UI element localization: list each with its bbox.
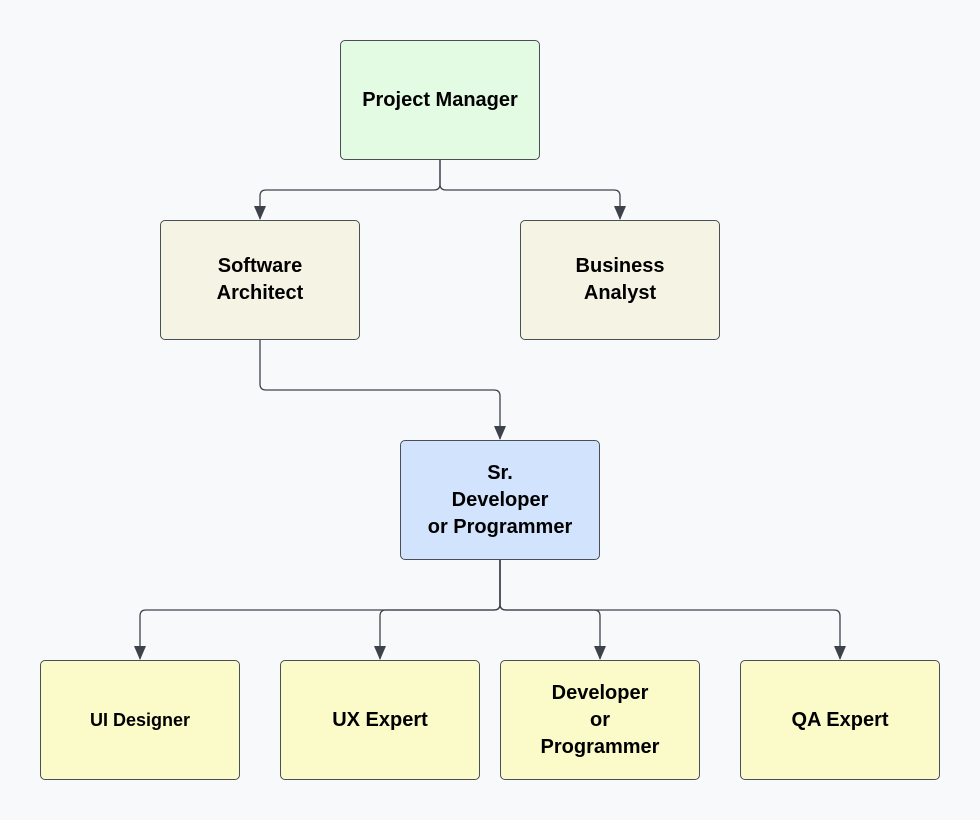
node-software-architect[interactable]: Software Architect xyxy=(160,220,360,340)
connector-sr-developer-to-ux-expert xyxy=(374,560,501,660)
connector-project-manager-to-software-architect xyxy=(254,160,441,220)
node-business-analyst[interactable]: Business Analyst xyxy=(520,220,720,340)
connector-sr-developer-to-qa-expert xyxy=(499,560,846,660)
connector-software-architect-to-sr-developer xyxy=(259,340,506,440)
node-sr-developer[interactable]: Sr. Developer or Programmer xyxy=(400,440,600,560)
node-ux-expert[interactable]: UX Expert xyxy=(280,660,480,780)
connector-project-manager-to-business-analyst xyxy=(439,160,626,220)
node-developer[interactable]: Developer or Programmer xyxy=(500,660,700,780)
node-project-manager[interactable]: Project Manager xyxy=(340,40,540,160)
node-qa-expert[interactable]: QA Expert xyxy=(740,660,940,780)
node-ui-designer[interactable]: UI Designer xyxy=(40,660,240,780)
